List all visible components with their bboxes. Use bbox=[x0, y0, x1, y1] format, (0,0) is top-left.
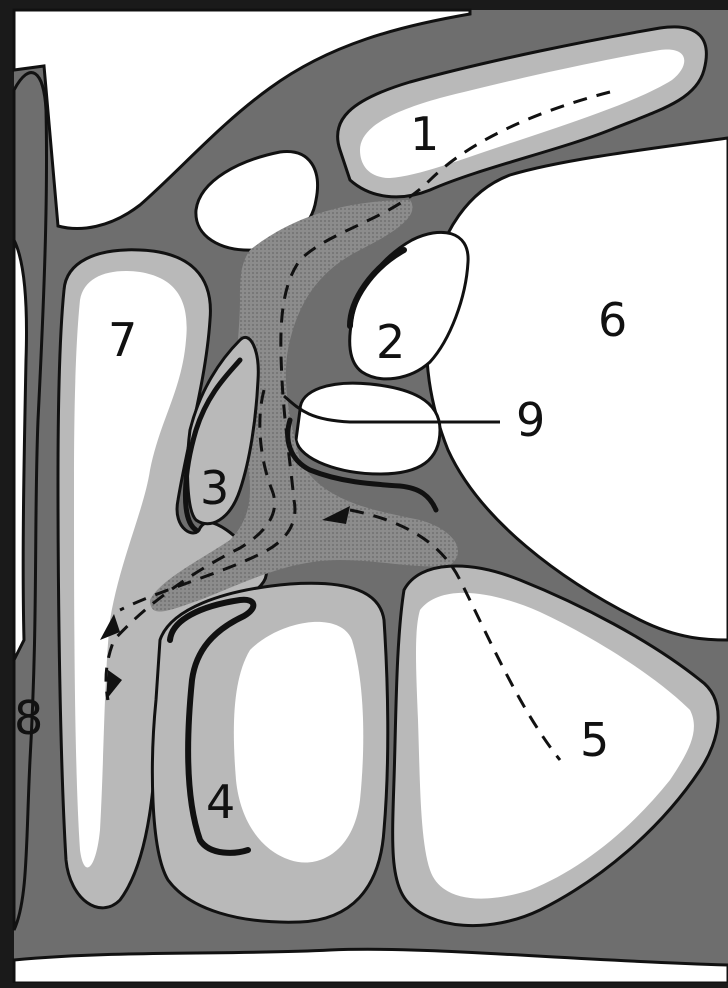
label-1: 1 bbox=[410, 107, 439, 161]
label-9: 9 bbox=[516, 393, 545, 447]
label-5: 5 bbox=[580, 713, 609, 767]
left-air-strip bbox=[14, 240, 27, 660]
label-8: 8 bbox=[14, 691, 43, 745]
label-2: 2 bbox=[376, 315, 405, 369]
label-7: 7 bbox=[108, 313, 137, 367]
cell-4-core bbox=[234, 622, 363, 863]
label-4: 4 bbox=[206, 775, 235, 829]
label-6: 6 bbox=[598, 293, 627, 347]
cell-9 bbox=[296, 383, 440, 474]
label-3: 3 bbox=[200, 461, 229, 515]
